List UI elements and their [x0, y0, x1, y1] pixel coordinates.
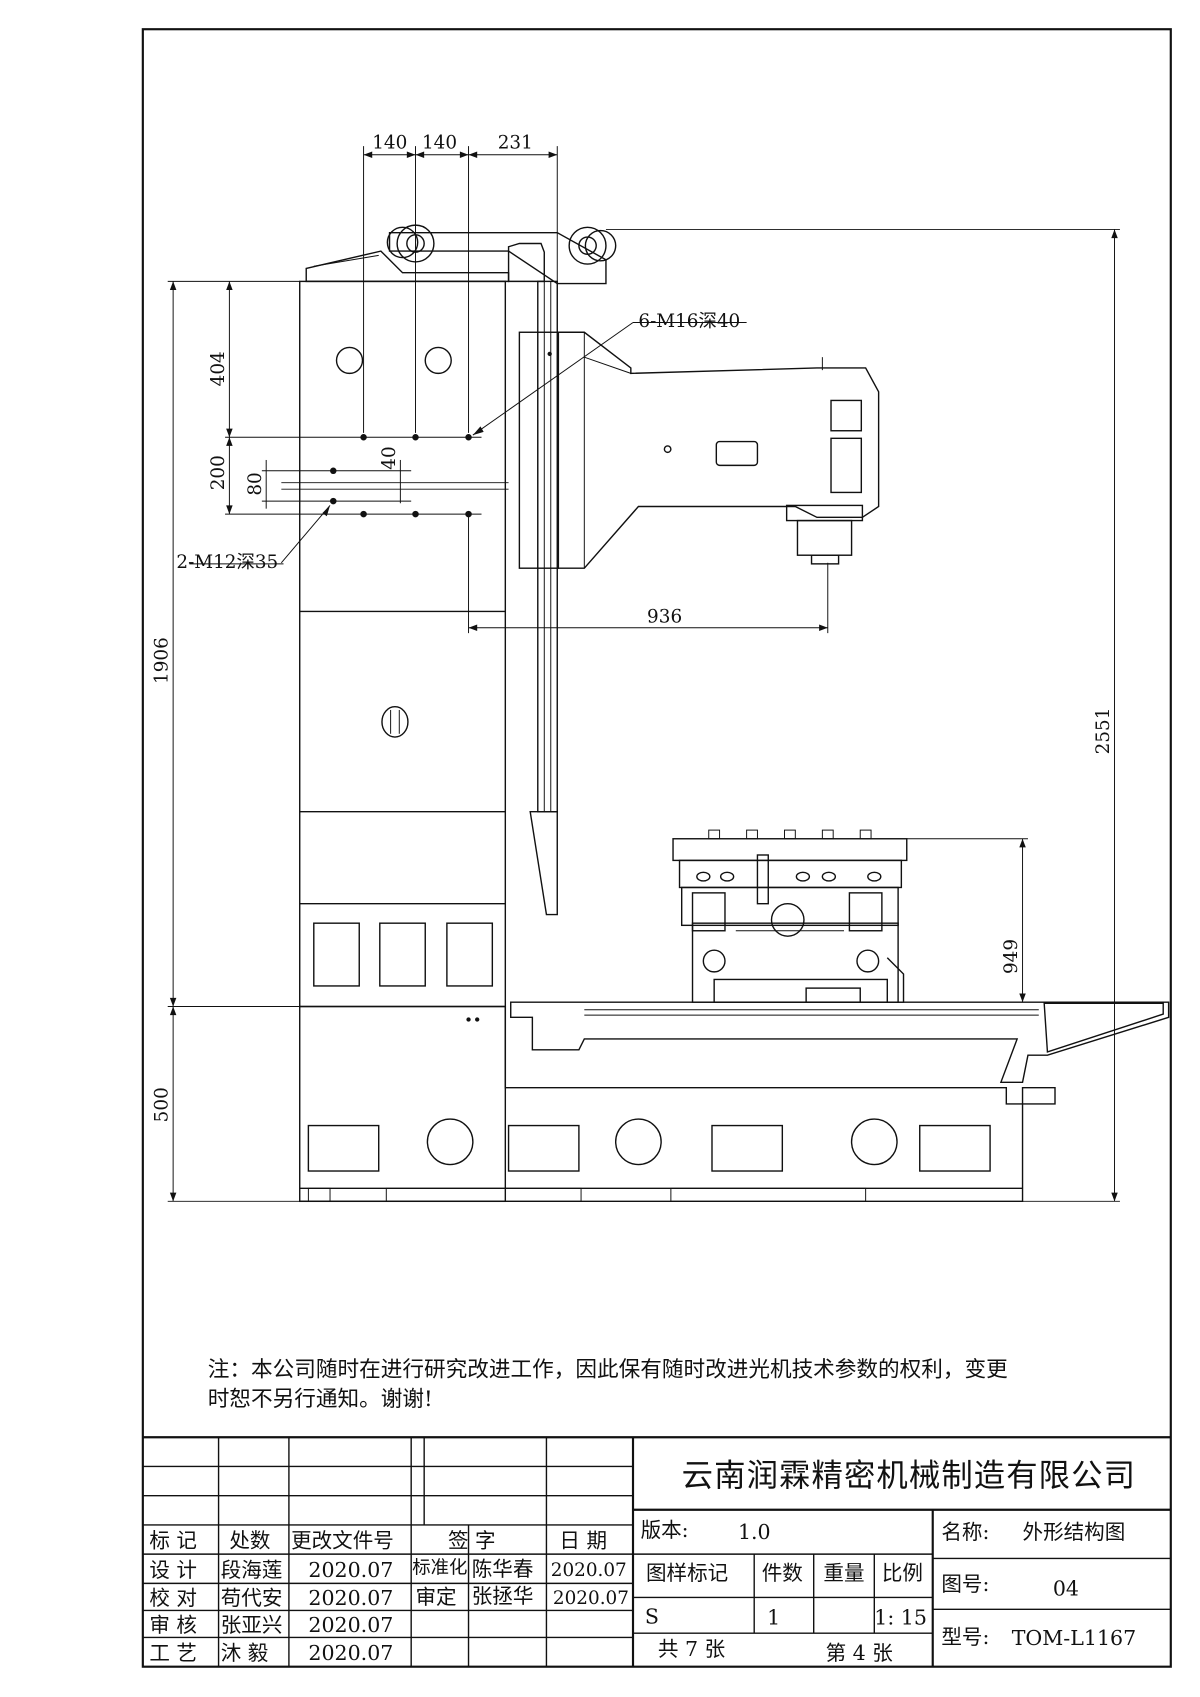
approve-label: 审定 — [416, 1585, 457, 1609]
name-process: 沐 毅 — [221, 1641, 269, 1665]
sheets-total: 共 7 张 — [658, 1637, 725, 1661]
date-process: 2020.07 — [308, 1641, 393, 1665]
role-check: 校 对 — [149, 1586, 197, 1610]
company-name: 云南润霖精密机械制造有限公司 — [682, 1458, 1136, 1494]
work-table — [510, 829, 1170, 1083]
date-check: 2020.07 — [308, 1586, 393, 1610]
dimension-lines — [167, 146, 1120, 1202]
std-date: 2020.07 — [551, 1560, 627, 1581]
sample-value: S — [645, 1604, 659, 1628]
drawing-no-label: 图号: — [941, 1572, 989, 1596]
role-process: 工 艺 — [149, 1641, 197, 1665]
dim-140-a: 140 — [372, 132, 407, 153]
dim-500: 500 — [152, 1087, 173, 1122]
note-line-1: 注：本公司随时在进行研究改进工作，因此保有随时改进光机技术参数的权利，变更 — [208, 1358, 1008, 1383]
scale-value: 1: 15 — [874, 1605, 927, 1629]
name-check: 苟代安 — [221, 1586, 283, 1610]
role-design: 设 计 — [149, 1558, 197, 1582]
approve-name: 张拯华 — [472, 1584, 534, 1608]
name-review: 张亚兴 — [221, 1613, 283, 1637]
rev-header-count: 处数 — [229, 1529, 270, 1553]
date-design: 2020.07 — [308, 1558, 393, 1582]
dim-936: 936 — [647, 606, 682, 627]
callout-m16: 6-M16深40 — [638, 311, 740, 332]
dim-200: 200 — [208, 455, 229, 490]
name-design: 段海莲 — [221, 1558, 283, 1582]
sample-mark-label: 图样标记 — [646, 1561, 728, 1585]
dimension-arrows — [169, 151, 1118, 1202]
qty-value: 1 — [767, 1605, 780, 1629]
qty-label: 件数 — [762, 1561, 803, 1585]
std-name: 陈华春 — [472, 1557, 534, 1581]
dim-80: 80 — [245, 472, 266, 495]
title-block-grid — [142, 1436, 1171, 1667]
std-label: 标准化 — [412, 1558, 467, 1579]
rev-header-sign: 签 字 — [448, 1529, 496, 1553]
model-label: 型号: — [941, 1625, 989, 1649]
note-line-2: 时恕不另行通知。谢谢! — [208, 1387, 433, 1412]
drawing-frame — [141, 28, 1172, 1668]
machine-column — [299, 224, 617, 1008]
role-review: 审 核 — [149, 1613, 197, 1637]
version-value: 1.0 — [738, 1520, 771, 1544]
dim-40: 40 — [379, 446, 400, 469]
scale-label: 比例 — [882, 1561, 923, 1585]
rev-header-doc: 更改文件号 — [291, 1529, 394, 1553]
machine-base — [299, 1005, 1056, 1203]
name-label: 名称: — [941, 1520, 989, 1544]
dim-1906: 1906 — [152, 637, 173, 684]
name-value: 外形结构图 — [1023, 1520, 1126, 1544]
drawing-no-value: 04 — [1053, 1576, 1079, 1600]
approve-date: 2020.07 — [553, 1588, 629, 1609]
version-label: 版本: — [641, 1518, 689, 1542]
rev-header-date: 日 期 — [559, 1529, 607, 1553]
dim-404: 404 — [208, 351, 229, 386]
model-value: TOM-L1167 — [1012, 1626, 1136, 1650]
dim-949: 949 — [1001, 939, 1022, 974]
dim-140-b: 140 — [422, 132, 457, 153]
sheet-number: 第 4 张 — [826, 1641, 893, 1665]
date-review: 2020.07 — [308, 1613, 393, 1637]
dim-2551: 2551 — [1093, 708, 1114, 755]
rev-header-mark: 标 记 — [149, 1529, 197, 1553]
dim-231: 231 — [498, 132, 533, 153]
callout-m12: 2-M12深35 — [176, 552, 278, 573]
spindle-head — [518, 331, 880, 569]
weight-label: 重量 — [823, 1561, 864, 1585]
